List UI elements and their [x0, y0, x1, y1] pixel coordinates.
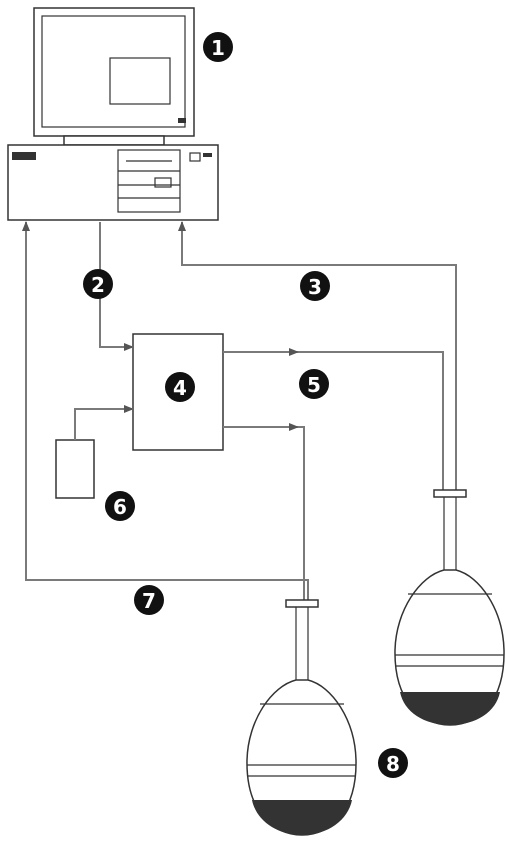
callout-2: 2	[83, 269, 113, 299]
callout-3-label: 3	[308, 275, 322, 299]
callout-5-label: 5	[307, 373, 321, 397]
callout-6-label: 6	[113, 495, 127, 519]
callout-7: 7	[134, 585, 164, 615]
connection-lines	[22, 221, 457, 600]
callout-7-label: 7	[142, 589, 156, 613]
external-device	[55, 439, 95, 499]
callout-5: 5	[299, 369, 329, 399]
callout-8: 8	[378, 748, 408, 778]
cable-device-to-unit	[74, 405, 134, 440]
cable-dome-right-to-computer	[178, 221, 457, 490]
monitor	[33, 7, 195, 146]
callout-8-label: 8	[386, 752, 400, 776]
callout-1: 1	[203, 32, 233, 62]
cable-dome-left-to-computer	[22, 221, 309, 600]
computer-case	[7, 144, 219, 221]
callout-4-label: 4	[173, 376, 187, 400]
callout-3: 3	[300, 271, 330, 301]
dome-camera-right	[394, 489, 505, 726]
callout-2-label: 2	[91, 273, 105, 297]
callout-6: 6	[105, 491, 135, 521]
cable-computer-to-unit	[99, 222, 134, 351]
dome-camera-left	[246, 599, 357, 836]
callout-4: 4	[165, 372, 195, 402]
callout-1-label: 1	[211, 36, 225, 60]
